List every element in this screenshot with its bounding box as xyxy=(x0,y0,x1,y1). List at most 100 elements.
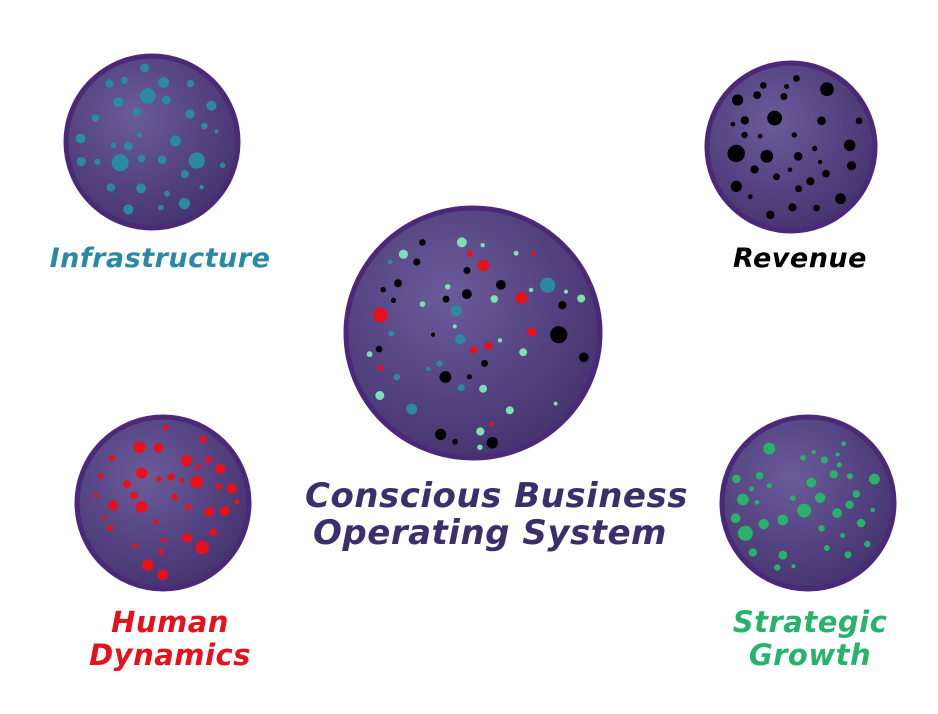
central-dot xyxy=(398,249,408,259)
central-dot xyxy=(528,287,534,293)
human-dynamics-dot xyxy=(158,549,165,555)
infrastructure-dot xyxy=(140,63,149,73)
human-dynamics-label: Human Dynamics xyxy=(70,605,270,673)
infrastructure-dot xyxy=(106,183,116,192)
revenue-dot xyxy=(817,116,826,126)
strategic-growth-dot xyxy=(790,495,796,501)
strategic-growth-dot xyxy=(766,483,773,489)
central-dot xyxy=(387,259,393,265)
human-dynamics-dot xyxy=(185,503,192,510)
strategic-growth-dot xyxy=(841,441,847,447)
central-dot xyxy=(436,360,443,367)
revenue-dot xyxy=(753,91,761,99)
revenue-dots xyxy=(727,75,863,220)
infrastructure-dot xyxy=(186,79,195,88)
revenue-dot xyxy=(773,173,780,181)
strategic-growth-label: Strategic Growth xyxy=(715,605,905,673)
human-dynamics-dot xyxy=(209,528,217,537)
central-dot xyxy=(388,330,395,337)
strategic-growth-dot xyxy=(844,551,852,559)
human-dynamics-dot xyxy=(226,483,237,494)
central-dot xyxy=(419,239,426,246)
human-dynamics-dot xyxy=(130,491,138,500)
strategic-growth-dot xyxy=(835,452,840,457)
strategic-growth-dot xyxy=(836,462,842,468)
central-dot xyxy=(380,287,386,293)
strategic-growth-dot xyxy=(806,477,817,488)
central-dot xyxy=(435,428,447,440)
revenue-label-line-1: Revenue xyxy=(733,243,867,274)
infrastructure-dot xyxy=(157,155,167,165)
revenue-dot xyxy=(822,169,830,178)
central-dot xyxy=(519,348,528,357)
human-dynamics-dot xyxy=(108,500,119,511)
central-dot xyxy=(513,250,519,256)
central-dot xyxy=(531,251,536,256)
infrastructure-dot xyxy=(188,152,205,169)
revenue-dot xyxy=(788,203,797,212)
human-dynamics-dot xyxy=(122,479,131,488)
infrastructure-dot xyxy=(206,100,217,111)
central-dot xyxy=(450,304,462,317)
infrastructure-dot xyxy=(91,114,100,122)
strategic-growth-dot xyxy=(737,525,753,541)
central-dot xyxy=(577,294,586,303)
revenue-dot xyxy=(750,165,759,174)
human-dynamics-dots xyxy=(93,424,240,581)
human-dynamics-dot xyxy=(160,537,166,543)
strategic-growth-dot xyxy=(811,450,816,455)
strategic-growth-dot xyxy=(797,503,812,518)
strategic-growth-dot xyxy=(818,525,825,532)
strategic-growth-dot xyxy=(763,442,776,455)
central-dot xyxy=(419,301,426,307)
central-dot xyxy=(466,374,472,380)
revenue-dot xyxy=(793,152,803,161)
central-dot xyxy=(413,258,421,266)
strategic-growth-dot xyxy=(852,490,860,498)
revenue-dot xyxy=(766,210,775,220)
infrastructure-dot xyxy=(158,77,170,88)
revenue-dot xyxy=(747,194,753,200)
strategic-growth-dot xyxy=(732,474,741,484)
central-dot xyxy=(486,437,499,449)
revenue-dot xyxy=(760,82,767,89)
revenue-dot xyxy=(813,204,820,212)
infrastructure-dot xyxy=(139,88,156,104)
central-dot xyxy=(378,365,384,371)
strategic-growth-dot xyxy=(846,473,853,480)
strategic-growth-dot xyxy=(755,472,764,480)
human-dynamics-dot xyxy=(199,435,207,443)
central-title-line-1: Conscious Business xyxy=(305,476,688,516)
revenue-sphere xyxy=(704,60,878,234)
revenue-dot xyxy=(730,121,736,127)
human-dynamics-dot xyxy=(167,473,175,481)
revenue-dot xyxy=(760,149,774,163)
infrastructure-dot xyxy=(123,204,134,215)
central-dot xyxy=(455,334,466,345)
central-dot xyxy=(375,391,385,400)
human-dynamics-dot xyxy=(106,525,114,532)
infrastructure-dot xyxy=(111,142,117,149)
revenue-dot xyxy=(787,167,793,173)
central-dot xyxy=(496,280,506,290)
strategic-growth-dot xyxy=(777,514,789,526)
infrastructure-dot xyxy=(201,122,208,130)
human-dynamics-dot xyxy=(171,493,178,500)
central-dot xyxy=(452,324,457,329)
strategic-growth-dot xyxy=(840,533,845,538)
strategic-growth-dot xyxy=(864,540,871,548)
central-dot xyxy=(461,289,472,300)
strategic-growth-dot xyxy=(800,455,806,461)
strategic-growth-dots xyxy=(730,441,880,571)
central-dot xyxy=(456,237,467,248)
infrastructure-dot xyxy=(164,190,170,197)
infrastructure-dot xyxy=(94,158,101,165)
revenue-dot xyxy=(793,75,800,82)
central-dot xyxy=(477,259,490,272)
infrastructure-dot xyxy=(214,129,219,134)
central-dot xyxy=(540,277,556,293)
central-dot xyxy=(390,297,397,303)
revenue-dot xyxy=(812,145,818,152)
infrastructure-dot xyxy=(105,79,114,88)
